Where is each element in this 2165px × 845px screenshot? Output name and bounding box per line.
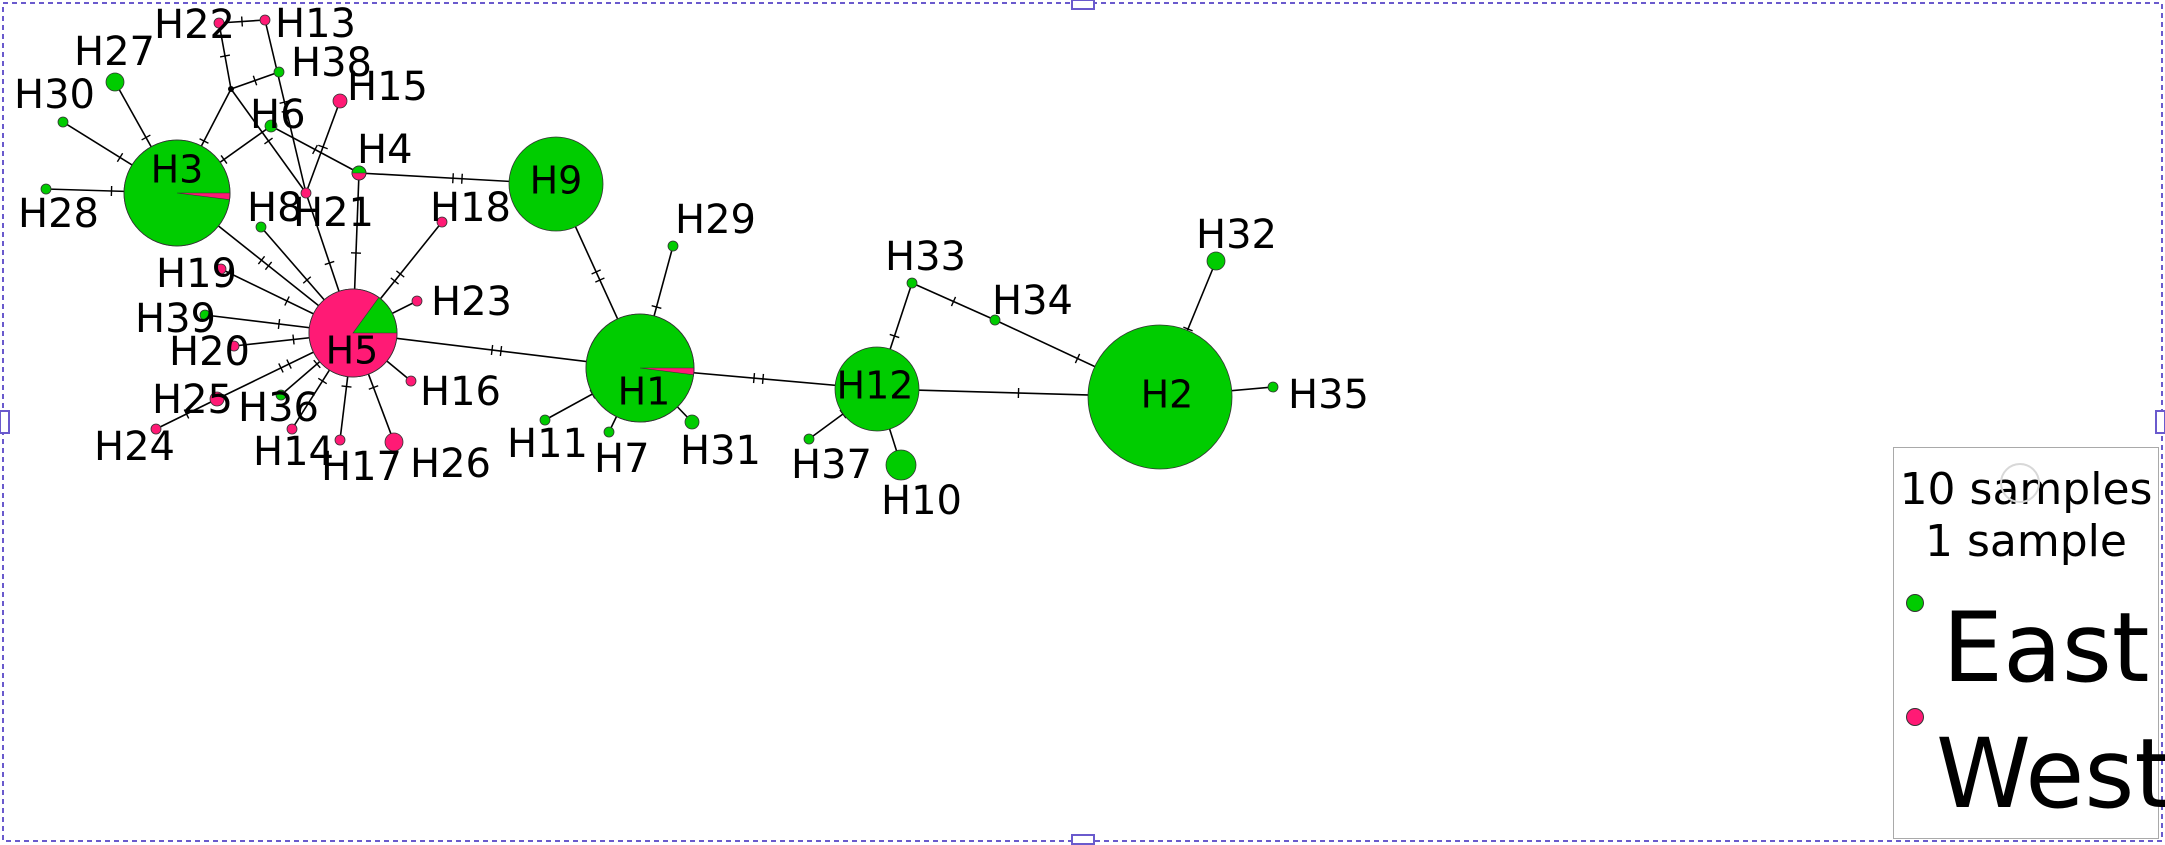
mutation-tick [754, 373, 755, 383]
haplotype-label-h27: H27 [74, 29, 155, 75]
haplotype-label-h17: H17 [321, 444, 402, 490]
mutation-tick [220, 55, 230, 57]
haplotype-label-h10: H10 [881, 478, 962, 524]
haplotype-label-h4: H4 [357, 127, 413, 173]
mutation-tick [453, 173, 454, 183]
mutation-tick [293, 335, 294, 345]
haplotype-h13[interactable] [260, 15, 270, 25]
haplotype-label-h7: H7 [594, 436, 650, 482]
selection-border[interactable] [3, 3, 2162, 841]
haplotype-h30[interactable] [58, 117, 68, 127]
scale-circle-icon [2000, 463, 2040, 503]
haplotype-label-h29: H29 [675, 197, 756, 243]
mutation-tick [264, 138, 272, 144]
haplotype-label-h12: H12 [837, 364, 914, 408]
selection-handle-left[interactable] [0, 410, 10, 434]
haplotype-label-h19: H19 [156, 251, 237, 297]
haplotype-label-h30: H30 [14, 72, 95, 118]
haplotype-label-h21: H21 [293, 190, 374, 236]
haplotype-label-h1: H1 [618, 370, 671, 414]
mutation-tick [221, 155, 227, 163]
haplotype-label-h11: H11 [507, 421, 588, 467]
mutation-tick [342, 386, 352, 387]
mutation-tick [318, 378, 326, 383]
legend: 10 samples 1 sample East West [1893, 447, 2159, 839]
haplotype-label-h38: H38 [291, 40, 372, 86]
haplotype-h23[interactable] [412, 296, 422, 306]
haplotype-label-h2: H2 [1141, 373, 1194, 417]
haplotype-h27[interactable] [106, 73, 124, 91]
haplotype-label-h3: H3 [151, 148, 204, 192]
haplotype-label-h28: H28 [18, 191, 99, 237]
haplotype-label-h36: H36 [238, 385, 319, 431]
haplotype-label-h33: H33 [885, 234, 966, 280]
haplotype-label-h22: H22 [154, 2, 235, 48]
mutation-tick [142, 135, 151, 140]
legend-west-label: West [1936, 724, 2156, 824]
selection-handle-bottom[interactable] [1071, 834, 1095, 845]
haplotype-h15[interactable] [333, 94, 347, 108]
legend-east-swatch [1906, 594, 1924, 612]
haplotype-label-h24: H24 [94, 424, 175, 470]
haplotype-label-h6: H6 [250, 92, 306, 138]
haplotype-label-h26: H26 [410, 441, 491, 487]
haplotype-h16[interactable] [406, 376, 416, 386]
mutation-tick [763, 374, 764, 384]
haplotype-label-h35: H35 [1288, 372, 1369, 418]
haplotype-label-h32: H32 [1196, 212, 1277, 258]
legend-east-label: East [1936, 598, 2156, 698]
legend-west-swatch [1906, 708, 1924, 726]
selection-handle-top[interactable] [1071, 0, 1095, 10]
haplotype-label-h9: H9 [530, 159, 583, 203]
mutation-tick [117, 153, 122, 161]
haplotype-label-h5: H5 [326, 329, 379, 373]
mutation-tick [462, 174, 463, 184]
haplotype-label-h37: H37 [791, 442, 872, 488]
mutation-tick [491, 345, 492, 355]
median-vector [228, 86, 234, 92]
haplotype-label-h16: H16 [420, 369, 501, 415]
legend-scale-small: 1 sample [1894, 518, 2158, 566]
haplotype-h35[interactable] [1268, 382, 1278, 392]
haplotype-label-h25: H25 [152, 377, 233, 423]
haplotype-label-h34: H34 [992, 278, 1073, 324]
mutation-tick [278, 319, 279, 329]
haplotype-label-h31: H31 [680, 428, 761, 474]
selection-handle-right[interactable] [2155, 410, 2165, 434]
haplotype-h10[interactable] [886, 450, 916, 480]
haplotype-label-h23: H23 [431, 279, 512, 325]
haplotype-label-h39: H39 [135, 296, 216, 342]
haplotype-h38[interactable] [274, 67, 284, 77]
mutation-tick [242, 17, 243, 27]
haplotype-h31[interactable] [685, 415, 699, 429]
mutation-tick [500, 346, 501, 356]
haplotype-label-h18: H18 [430, 185, 511, 231]
